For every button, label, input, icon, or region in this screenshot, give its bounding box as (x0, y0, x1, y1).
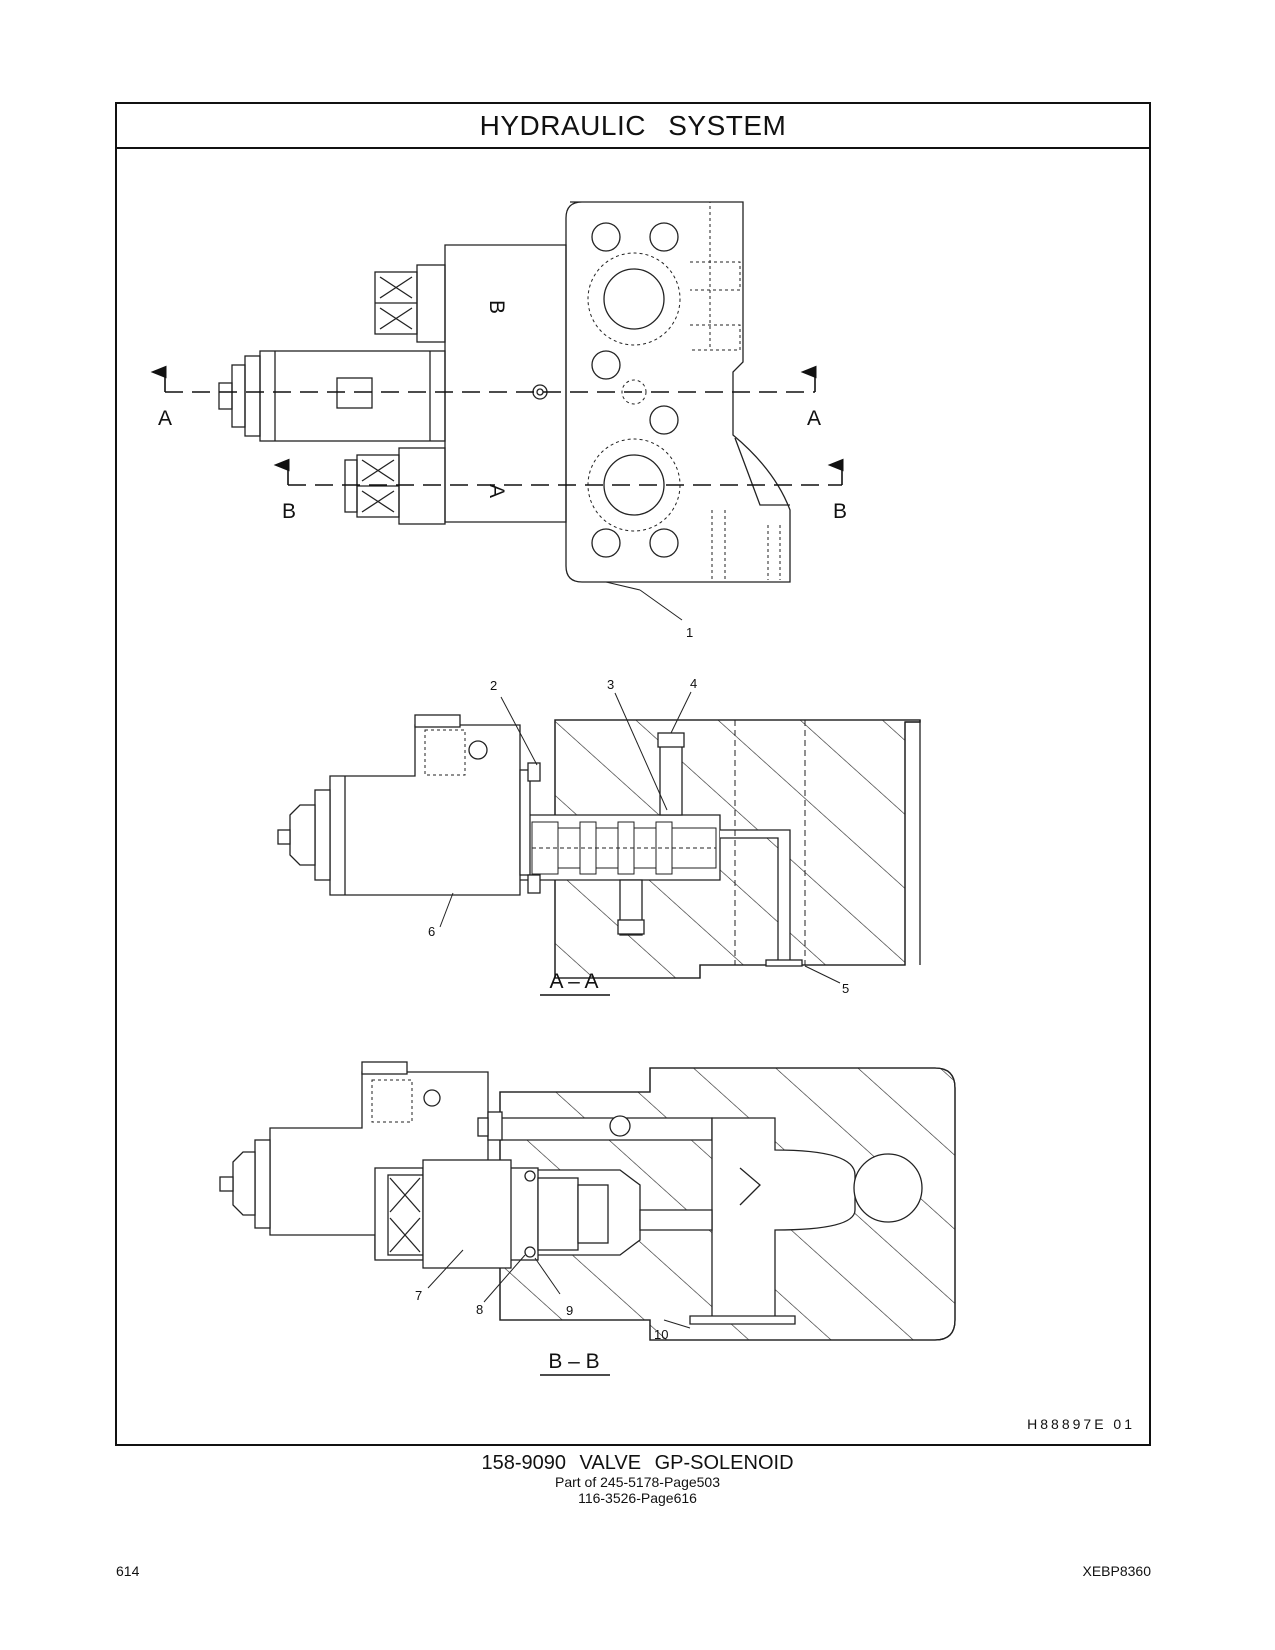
section-aa-view (277, 691, 921, 984)
callout-2: 2 (490, 678, 497, 693)
callout-3: 3 (607, 677, 614, 692)
callout-7: 7 (415, 1288, 422, 1303)
caption: 158-9090 VALVE GP-SOLENOID Part of 245-5… (0, 1452, 1275, 1506)
top-view (150, 201, 844, 621)
section-aa-label: A – A (549, 970, 598, 993)
drawing-id: H88897E 01 (1027, 1416, 1135, 1432)
section-mark-a-right: A (807, 407, 821, 430)
callout-1: 1 (686, 625, 693, 640)
page-number: 614 (116, 1563, 140, 1579)
port-label-b: B (485, 300, 508, 314)
section-mark-a-left: A (158, 407, 172, 430)
part-title: 158-9090 VALVE GP-SOLENOID (481, 1452, 794, 1474)
document-code: XEBP8360 (1082, 1563, 1152, 1579)
drawing-frame: HYDRAULIC SYSTEM H88897E 01 (115, 102, 1151, 1446)
section-bb-view (219, 1061, 956, 1341)
port-label-a: A (485, 484, 508, 498)
section-mark-b-left: B (282, 500, 296, 523)
callout-9: 9 (566, 1303, 573, 1318)
section-mark-b-right: B (833, 500, 847, 523)
section-bb-label: B – B (548, 1350, 599, 1373)
callout-5: 5 (842, 981, 849, 996)
callout-6: 6 (428, 924, 435, 939)
title-bar: HYDRAULIC SYSTEM (117, 104, 1149, 149)
callout-8: 8 (476, 1302, 483, 1317)
page-title: HYDRAULIC SYSTEM (479, 109, 787, 141)
part-reference-2: 116-3526-Page616 (578, 1490, 697, 1506)
callout-10: 10 (654, 1327, 668, 1342)
part-reference: Part of 245-5178-Page503 (554, 1474, 720, 1490)
callout-4: 4 (690, 676, 697, 691)
